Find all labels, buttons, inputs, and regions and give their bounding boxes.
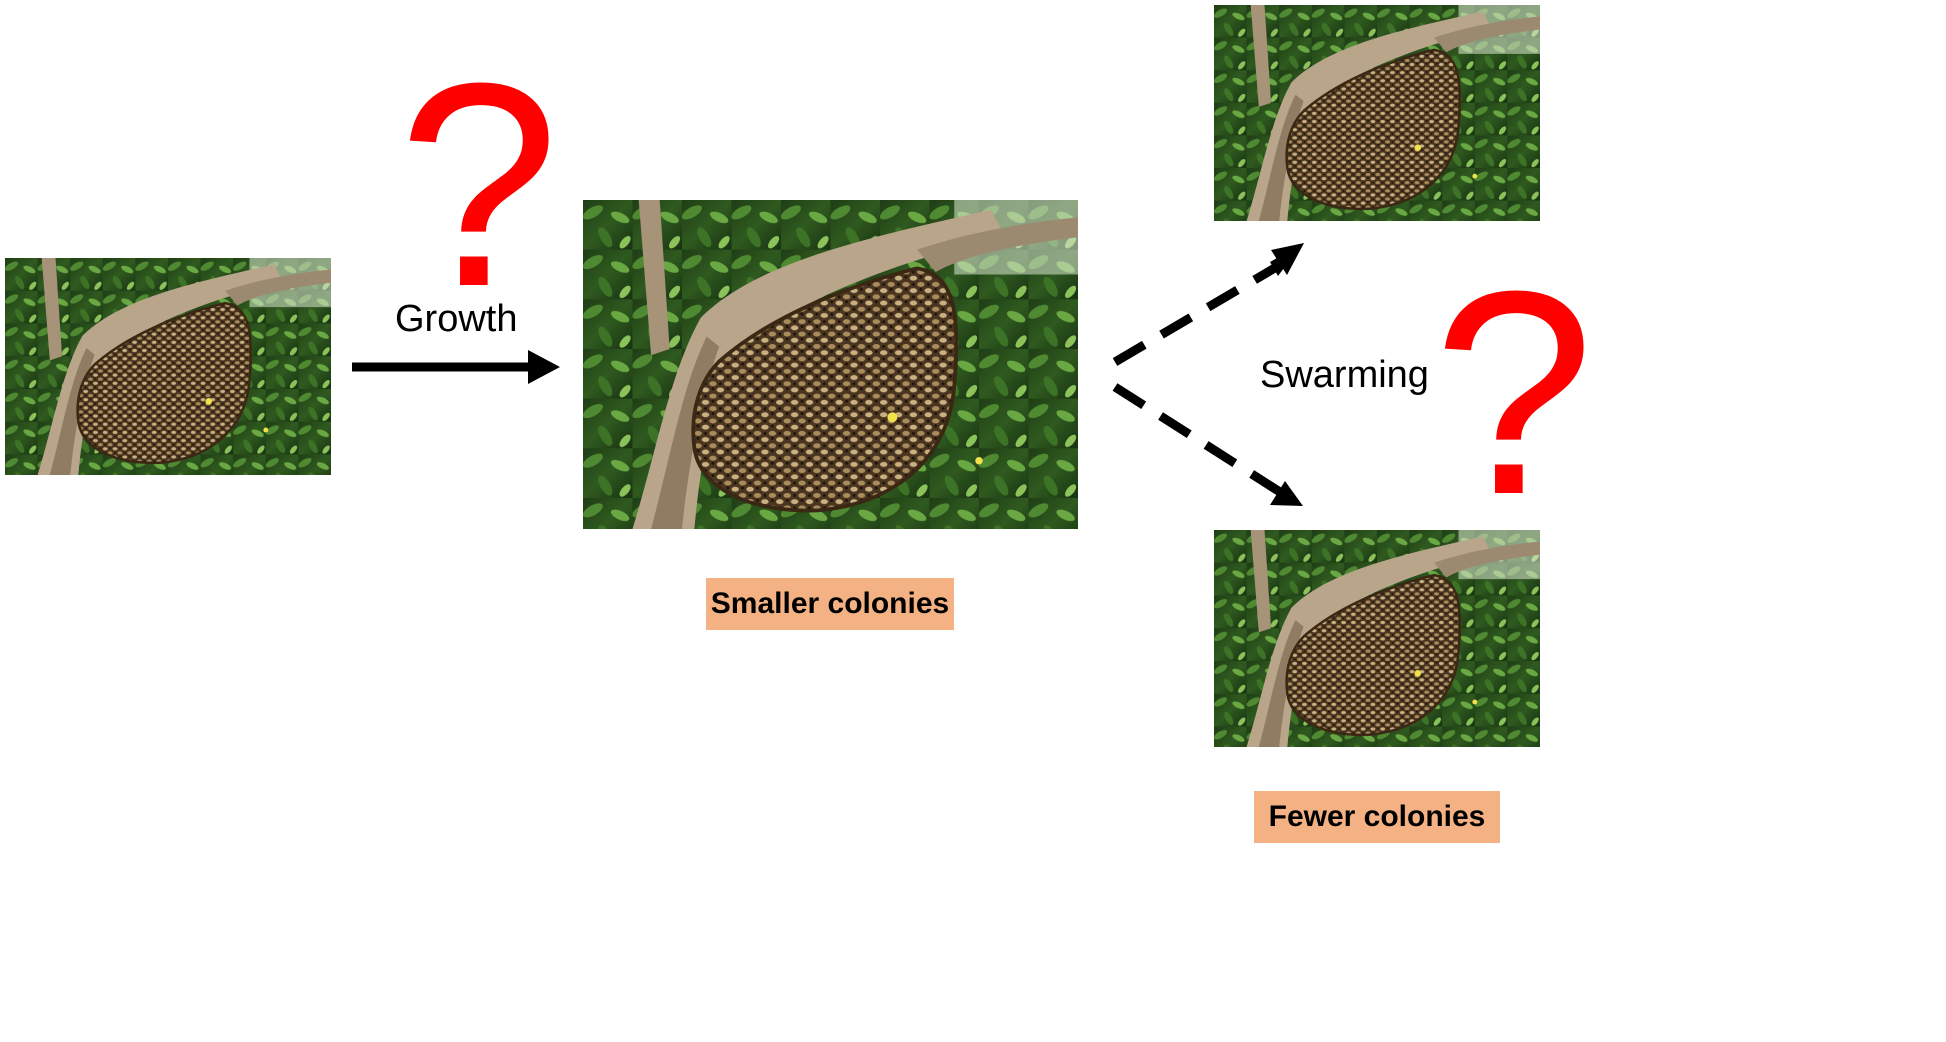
swarming-arrow-down — [1115, 387, 1303, 506]
question-mark-top: ? — [398, 40, 559, 330]
swarming-arrow-up — [1115, 243, 1304, 362]
growth-arrow — [352, 350, 560, 384]
question-mark-right: ? — [1433, 248, 1594, 538]
swarming-label: Swarming — [1260, 354, 1429, 397]
fewer-colonies-tag: Fewer colonies — [1254, 791, 1500, 843]
smaller-colonies-tag: Smaller colonies — [706, 578, 954, 630]
